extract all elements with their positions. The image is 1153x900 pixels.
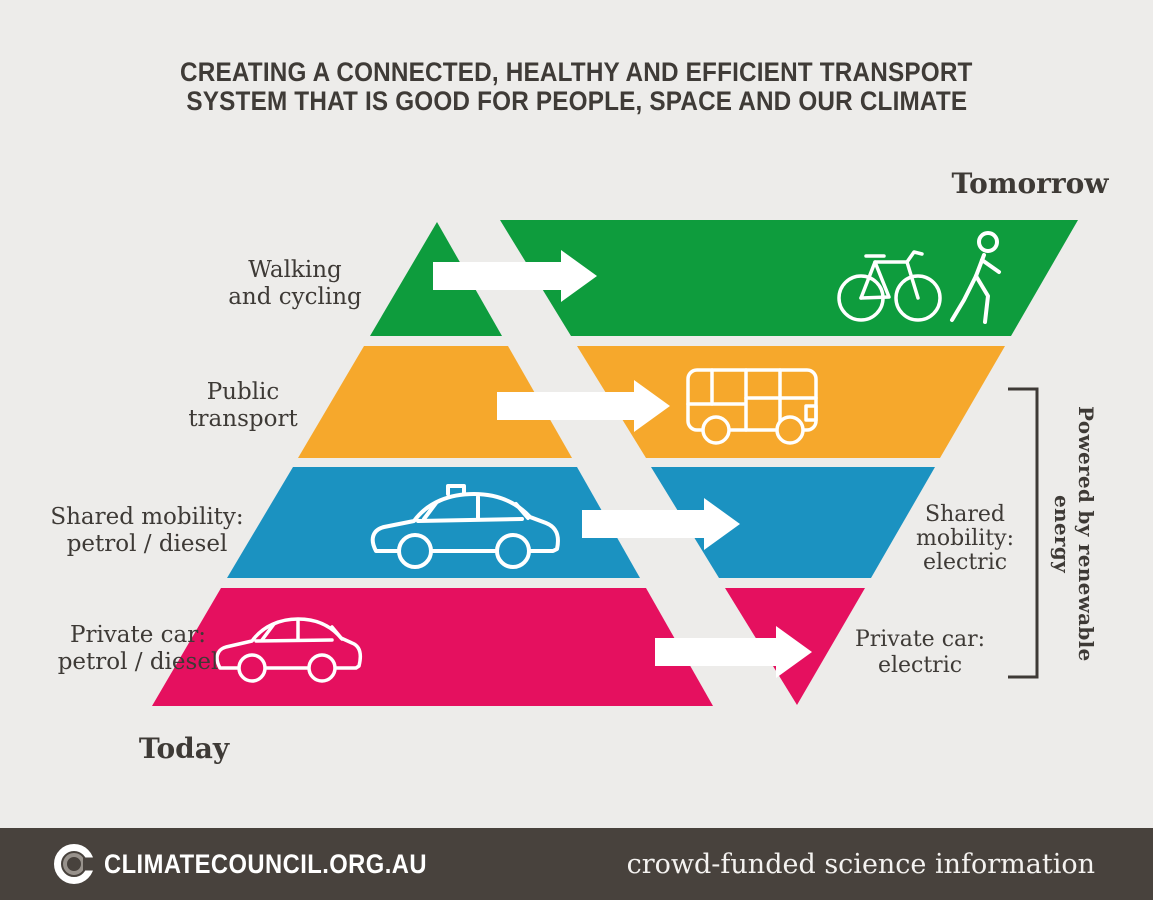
label-shared-mobility-electric: Shared mobility: electric xyxy=(916,502,1014,575)
renewable-energy-bracket xyxy=(1008,387,1039,679)
label-public-transport: Public transport xyxy=(188,379,298,432)
today-label: Today xyxy=(138,732,230,765)
tomorrow-band-public-transport xyxy=(577,346,1005,458)
label-private-car-electric: Private car: electric xyxy=(854,627,986,678)
tomorrow-pyramid xyxy=(500,220,1078,705)
footer-tagline: crowd-funded science information xyxy=(626,848,1095,880)
powered-by-renewable-energy-label: Powered by renewable energy xyxy=(1050,406,1098,662)
tomorrow-label: Tomorrow xyxy=(951,167,1109,200)
tomorrow-band-shared-mobility xyxy=(651,467,935,578)
arrow-public-transport xyxy=(497,380,670,432)
label-private-car-petrol: Private car: petrol / diesel xyxy=(57,622,219,675)
label-walking-cycling: Walking and cycling xyxy=(228,257,362,310)
bicycle-icon xyxy=(837,250,942,322)
title-line-2: SYSTEM THAT IS GOOD FOR PEOPLE, SPACE AN… xyxy=(186,86,967,116)
tomorrow-band-walking xyxy=(500,220,1078,336)
arrow-shared-mobility xyxy=(582,498,740,550)
title-line-1: CREATING A CONNECTED, HEALTHY AND EFFICI… xyxy=(180,57,973,87)
transport-pyramids-diagram xyxy=(152,220,1078,706)
climate-council-c-logo xyxy=(54,844,96,884)
pedestrian-icon xyxy=(950,231,1001,324)
arrow-walking xyxy=(433,250,597,302)
transition-arrows xyxy=(433,250,812,678)
car-icon xyxy=(215,617,363,683)
today-band-public-transport xyxy=(298,346,572,458)
page-title: CREATING A CONNECTED, HEALTHY AND EFFICI… xyxy=(0,58,1153,116)
label-shared-mobility-petrol: Shared mobility: petrol / diesel xyxy=(50,504,244,557)
footer-site-url: CLIMATECOUNCIL.ORG.AU xyxy=(104,848,427,879)
bus-icon xyxy=(686,368,818,445)
footer-bar: CLIMATECOUNCIL.ORG.AU crowd-funded scien… xyxy=(0,828,1153,900)
arrow-private-car xyxy=(655,626,812,678)
taxi-icon xyxy=(370,484,560,569)
